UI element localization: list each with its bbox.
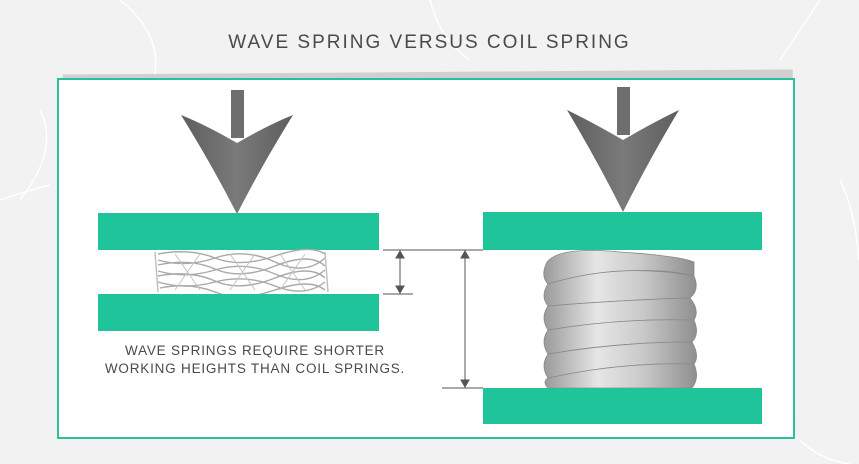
- wave-spring: [154, 248, 329, 298]
- right-top-plate: [483, 212, 762, 250]
- left-down-arrow-icon: [181, 90, 293, 214]
- left-top-plate: [98, 213, 379, 250]
- coil-spring: [543, 250, 697, 389]
- right-down-arrow-icon: [567, 87, 679, 212]
- left-bottom-plate: [98, 294, 379, 331]
- caption-line-1: WAVE SPRINGS REQUIRE SHORTER: [125, 343, 385, 358]
- dimension-lines: [383, 249, 483, 389]
- caption-line-2: WORKING HEIGHTS THAN COIL SPRINGS.: [104, 361, 406, 376]
- caption: WAVE SPRINGS REQUIRE SHORTER WORKING HEI…: [95, 342, 415, 378]
- right-bottom-plate: [483, 388, 762, 424]
- diagram-title: WAVE SPRING VERSUS COIL SPRING: [228, 32, 631, 53]
